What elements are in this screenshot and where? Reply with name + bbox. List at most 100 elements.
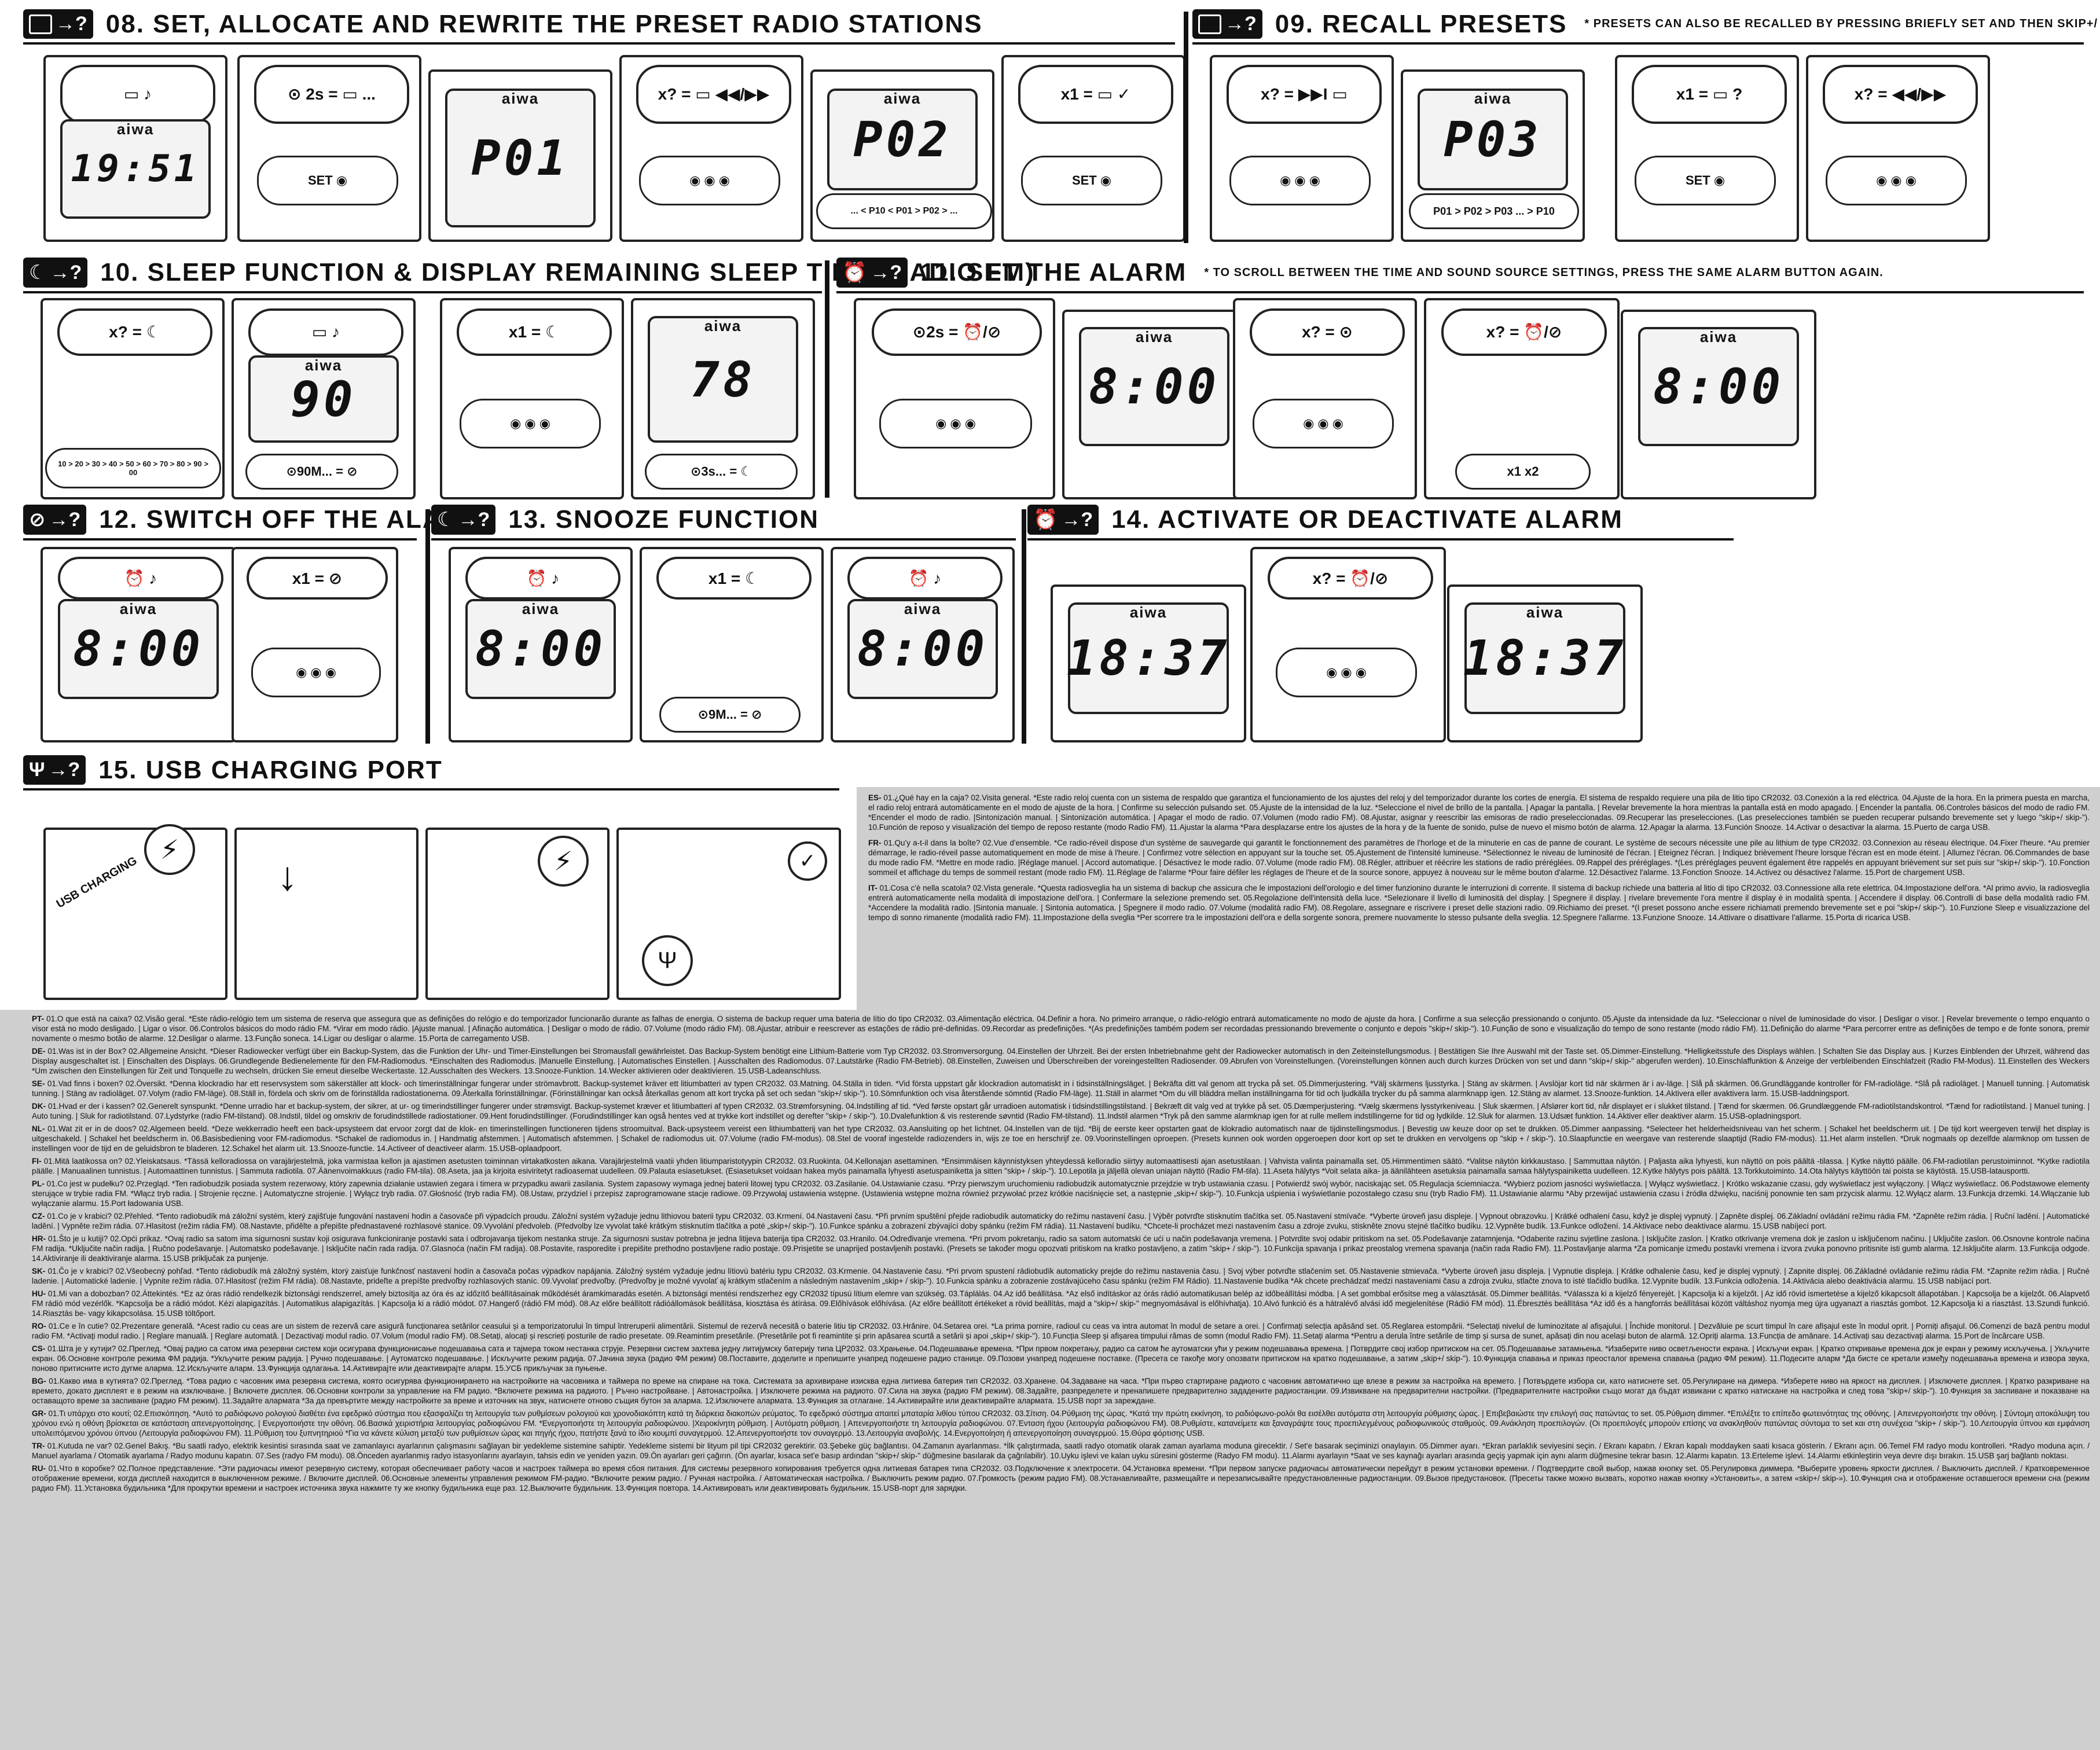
button-illustration: ◉ ◉ ◉ — [1229, 156, 1371, 205]
step-08-skip: x? = ▭ ◀◀/▶▶ ◉ ◉ ◉ — [619, 55, 803, 242]
section-title: 11. SET THE ALARM — [920, 258, 1187, 286]
snooze-question-badge: ☾→? — [431, 505, 496, 535]
sleep-sequence: 10 > 20 > 30 > 40 > 50 > 60 > 70 > 80 > … — [45, 448, 221, 488]
clock-display: 8:00 — [1088, 358, 1220, 415]
bubble-sleep-once: x1 = ☾ — [456, 308, 612, 356]
bubble-confirm: x1 = ▭ ✓ — [1018, 64, 1174, 124]
step-11-hold-alarm: ⊙2s = ⏰/⊘ ◉ ◉ ◉ — [854, 298, 1055, 499]
instructions-hr: HR- 01.Što je u kutiji? 02.Opći prikaz. … — [32, 1234, 2090, 1263]
clock-display: P01 — [471, 130, 570, 186]
instructions-es: ES- 01.¿Qué hay en la caja? 02.Visita ge… — [868, 793, 2090, 832]
radio-question-badge: →? — [23, 9, 93, 39]
bubble-alarm-music: ⏰ ♪ — [58, 557, 223, 600]
usb-insert-illustration: ↓ — [234, 828, 418, 1000]
bubble-adjust-time: x? = ⊙ — [1249, 308, 1405, 356]
button-illustration: ◉ ◉ ◉ — [879, 399, 1032, 448]
bubble-skip-station: x? = ▭ ◀◀/▶▶ — [636, 64, 792, 124]
bubble-alarm-music: ⏰ ♪ — [847, 557, 1003, 600]
bubble-radio-music: ▭ ♪ — [248, 308, 404, 356]
radio-icon — [1198, 14, 1221, 34]
section-note: * TO SCROLL BETWEEN THE TIME AND SOUND S… — [1204, 266, 1884, 279]
sound-source-choice: x1 x2 — [1455, 454, 1591, 490]
bubble-skip-forward: x? = ▶▶I ▭ — [1226, 64, 1382, 124]
step-10-press-sleep: x? = ☾ 10 > 20 > 30 > 40 > 50 > 60 > 70 … — [41, 298, 225, 499]
clock-display: 90 — [291, 370, 357, 428]
instructions-it: IT- 01.Cosa c'è nella scatola? 02.Vista … — [868, 884, 2090, 922]
clock-display: 8:00 — [72, 620, 204, 678]
section-15-header: Ψ→? 15. USB CHARGING PORT — [23, 755, 839, 791]
instructions-lower: PT- 01.O que está na caixa? 02.Visão ger… — [32, 1014, 2090, 1493]
step-09-skip: x? = ◀◀/▶▶ ◉ ◉ ◉ — [1806, 55, 1990, 242]
step-11-choose-source: x? = ⏰/⊘ x1 x2 — [1424, 298, 1620, 499]
instructions-tr: TR- 01.Kutuda ne var? 02.Genel Bakış. *B… — [32, 1442, 2090, 1460]
instructions-ru: RU- 01.Что в коробке? 02.Полное представ… — [32, 1464, 2090, 1492]
bubble-press-set: x1 = ▭ ? — [1631, 64, 1787, 124]
usb-icon: Ψ — [642, 935, 693, 986]
bubble-alarm-music: ⏰ ♪ — [465, 557, 621, 600]
lightning-icon: ⚡ — [144, 824, 195, 875]
preset-sequence: P01 > P02 > P03 ... > P10 — [1409, 193, 1579, 229]
clock-display: 8:00 — [857, 620, 989, 678]
section-11-header: ⏰→? 11. SET THE ALARM * TO SCROLL BETWEE… — [836, 258, 2084, 293]
section-10-header: ☾→? 10. SLEEP FUNCTION & DISPLAY REMAINI… — [23, 258, 1034, 293]
step-12-press-alarm: x1 = ⊘ ◉ ◉ ◉ — [232, 547, 398, 742]
instructions-gr: GR- 01.Τι υπάρχει στο κουτί; 02.Επισκόπη… — [32, 1409, 2090, 1438]
button-illustration: SET ◉ — [1021, 156, 1162, 205]
snooze-icon: ☾ — [437, 509, 455, 531]
section-08-header: →? 08. SET, ALLOCATE AND REWRITE THE PRE… — [23, 9, 1175, 45]
section-09-header: →? 09. RECALL PRESETS * PRESETS CAN ALSO… — [1192, 9, 2100, 45]
section-title: 12. SWITCH OFF THE ALARM — [99, 505, 484, 534]
section-divider — [825, 260, 829, 498]
button-illustration: SET ◉ — [257, 156, 398, 205]
step-11-adjust-time: x? = ⊙ ◉ ◉ ◉ — [1233, 298, 1417, 499]
alarm-off-question-badge: ⊘→? — [23, 505, 87, 535]
alarm-clock-icon: ⏰ — [842, 262, 867, 284]
instructions-cz: CZ- 01.Co je v krabici? 02.Přehled. *Ten… — [32, 1212, 2090, 1230]
section-title: 15. USB CHARGING PORT — [98, 755, 443, 784]
instructions-upper: ES- 01.¿Qué hay en la caja? 02.Visita ge… — [868, 793, 2090, 922]
instructions-sk: SK- 01.Čo je v krabici? 02.Všeobecný poh… — [32, 1267, 2090, 1285]
step-10-press-sleep-once: x1 = ☾ ◉ ◉ ◉ — [440, 298, 624, 499]
snooze-duration: ⊙9M... = ⊘ — [659, 697, 801, 733]
section-12-header: ⊘→? 12. SWITCH OFF THE ALARM — [23, 505, 483, 541]
clock-display: 8:00 — [475, 620, 607, 678]
usb-port-illustration: ⚡ USB CHARGING — [43, 824, 227, 1000]
clock-display: 18:37 — [1066, 630, 1231, 687]
section-13-header: ☾→? 13. SNOOZE FUNCTION — [431, 505, 1016, 541]
lightning-icon: ⚡ — [538, 836, 589, 887]
section-title: 08. SET, ALLOCATE AND REWRITE THE PRESET… — [105, 9, 983, 38]
bubble-radio-music: ▭ ♪ — [60, 64, 216, 124]
down-arrow-icon: ↓ — [277, 854, 298, 899]
instructions-lower-box — [0, 1010, 2100, 1750]
section-title: 09. RECALL PRESETS — [1275, 9, 1567, 38]
radio-question-badge: →? — [1192, 9, 1262, 39]
clock-display: P02 — [853, 111, 952, 168]
section-note: * PRESETS CAN ALSO BE RECALLED BY PRESSI… — [1584, 17, 2100, 30]
alarm-off-icon: ⊘ — [29, 509, 46, 531]
usb-charging-phone: ⚡ — [425, 828, 610, 1000]
bubble-hold-set-2s: ⊙ 2s = ▭ ... — [254, 64, 410, 124]
clock-display: P03 — [1444, 111, 1542, 168]
step-13-press-snooze: x1 = ☾ ⊙9M... = ⊘ — [640, 547, 824, 742]
